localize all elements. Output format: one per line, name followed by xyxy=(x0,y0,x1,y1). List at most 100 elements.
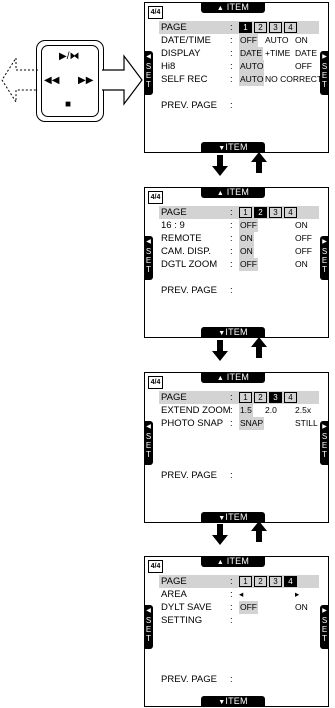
item-down-tab[interactable]: ▼ITEM xyxy=(201,512,265,523)
stop-button[interactable]: ■ xyxy=(65,99,72,110)
colon: : xyxy=(230,259,233,270)
set-letter: E xyxy=(321,625,328,634)
setting-option[interactable]: ▸ xyxy=(295,589,300,599)
setting-option[interactable]: +TIME xyxy=(265,48,291,58)
setting-option[interactable]: SNAP xyxy=(239,417,265,430)
set-letter: S xyxy=(145,247,152,256)
page-label: PAGE xyxy=(161,392,187,403)
item-up-tab[interactable]: ▲ ITEM xyxy=(201,556,265,567)
page-number-3[interactable]: 3 xyxy=(269,207,282,218)
setting-option[interactable]: ON xyxy=(295,220,308,230)
prev-page-label: PREV. PAGE xyxy=(161,285,217,296)
setting-option[interactable]: 2.0 xyxy=(265,405,277,415)
keypad-inner: ▶/⧓ ◀◀ ▶▶ ■ xyxy=(41,45,99,117)
page-number-4[interactable]: 4 xyxy=(284,576,297,587)
set-letter: S xyxy=(321,432,328,441)
page-number-4[interactable]: 4 xyxy=(284,22,297,33)
page-number-2[interactable]: 2 xyxy=(254,207,267,218)
set-letter: S xyxy=(145,432,152,441)
setting-option[interactable]: STILL xyxy=(295,418,318,428)
item-down-tab[interactable]: ▼ITEM xyxy=(201,142,265,153)
set-letter: E xyxy=(145,71,152,80)
setting-option[interactable]: ON xyxy=(295,602,308,612)
triangle-right-icon: ▶ xyxy=(322,54,327,60)
setting-option[interactable]: ON xyxy=(295,35,308,45)
colon: : xyxy=(230,35,233,46)
triangle-down-icon: ▼ xyxy=(218,515,226,522)
set-letter: E xyxy=(321,441,328,450)
prev-page-label: PREV. PAGE xyxy=(161,470,217,481)
page-label: PAGE xyxy=(161,207,187,218)
setting-option[interactable]: AUTO xyxy=(265,35,289,45)
setting-option[interactable]: OFF xyxy=(295,233,312,243)
play-pause-button[interactable]: ▶/⧓ xyxy=(59,51,80,62)
setting-option[interactable]: OFF xyxy=(239,219,258,232)
setting-option[interactable]: ON xyxy=(239,245,254,258)
setting-option[interactable]: ◂ xyxy=(239,589,244,599)
item-down-tab[interactable]: ▼ITEM xyxy=(201,327,265,338)
setting-option[interactable]: OFF xyxy=(295,61,312,71)
page-number-2[interactable]: 2 xyxy=(254,576,267,587)
setting-option[interactable]: AUTO xyxy=(239,60,265,73)
set-letter: T xyxy=(322,450,327,459)
item-up-tab[interactable]: ▲ ITEM xyxy=(201,372,265,383)
setting-label: SETTING xyxy=(161,615,203,626)
setting-option[interactable]: OFF xyxy=(295,246,312,256)
set-letter: S xyxy=(321,62,328,71)
page-number-4[interactable]: 4 xyxy=(284,207,297,218)
set-letter: E xyxy=(321,71,328,80)
setting-option[interactable]: DATE xyxy=(295,48,318,58)
setting-option[interactable]: ON xyxy=(239,232,254,245)
item-up-tab[interactable]: ▲ ITEM xyxy=(201,2,265,13)
setting-option[interactable]: DATE xyxy=(239,47,264,60)
triangle-up-icon: ▲ xyxy=(216,559,225,566)
page-number-3[interactable]: 3 xyxy=(269,576,282,587)
down-arrow-icon xyxy=(212,340,228,361)
page-number-2[interactable]: 2 xyxy=(254,392,267,403)
setting-option[interactable]: OFF xyxy=(239,34,258,47)
page-number-3[interactable]: 3 xyxy=(269,392,282,403)
setting-label: AREA xyxy=(161,589,187,600)
setting-option[interactable]: OFF xyxy=(239,601,258,614)
set-letter: T xyxy=(146,80,151,89)
item-label: ITEM xyxy=(226,556,250,566)
item-up-tab[interactable]: ▲ ITEM xyxy=(201,187,265,198)
setting-option[interactable]: OFF xyxy=(239,258,258,271)
setting-option[interactable]: 1.5 xyxy=(239,404,253,417)
page-number-1[interactable]: 1 xyxy=(239,392,252,403)
colon: : xyxy=(230,674,233,685)
page-number-1[interactable]: 1 xyxy=(239,576,252,587)
page-badge: 4/4 xyxy=(148,6,163,19)
fast-forward-button[interactable]: ▶▶ xyxy=(78,75,94,86)
setting-option[interactable]: 2.5x xyxy=(295,405,312,415)
setting-option[interactable]: NO CORRECT xyxy=(265,74,323,84)
page-number-1[interactable]: 1 xyxy=(239,22,252,33)
page-number-3[interactable]: 3 xyxy=(269,22,282,33)
colon: : xyxy=(230,602,233,613)
setting-option[interactable]: AUTO xyxy=(239,73,265,86)
page-number-4[interactable]: 4 xyxy=(284,392,297,403)
set-letter: T xyxy=(146,450,151,459)
page-number-1[interactable]: 1 xyxy=(239,207,252,218)
rewind-button[interactable]: ◀◀ xyxy=(44,75,60,86)
item-down-tab[interactable]: ▼ITEM xyxy=(201,696,265,707)
colon: : xyxy=(230,48,233,59)
page-number-2[interactable]: 2 xyxy=(254,22,267,33)
setting-label: REMOTE xyxy=(161,233,202,244)
triangle-right-icon: ▶ xyxy=(322,608,327,614)
setting-option[interactable]: ON xyxy=(295,259,308,269)
